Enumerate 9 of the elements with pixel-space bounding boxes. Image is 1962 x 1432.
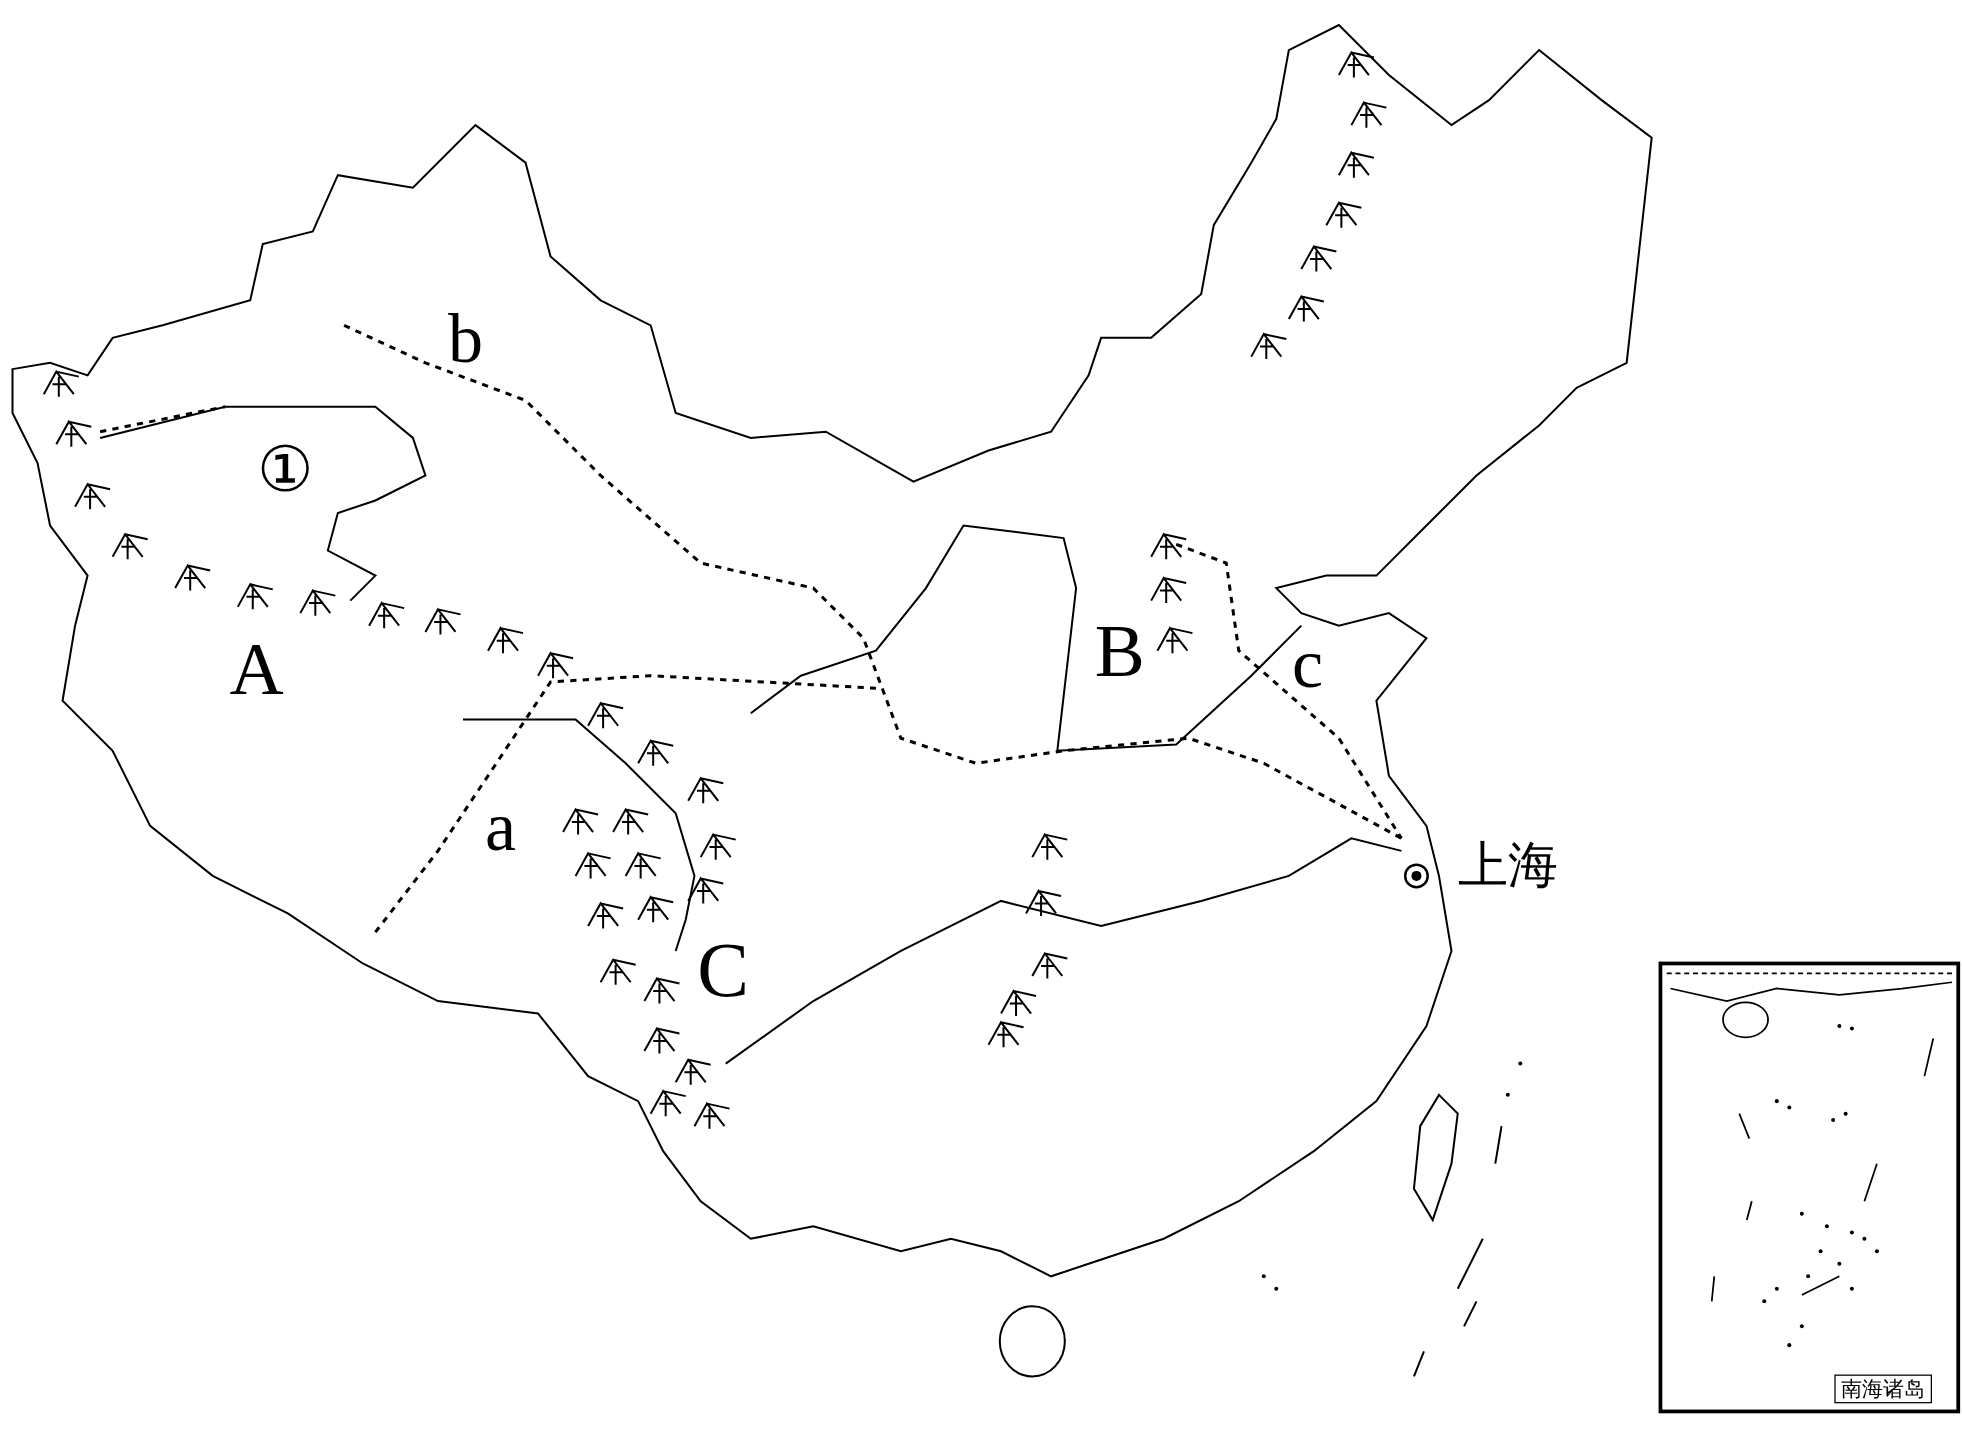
inset-title: 南海诸岛 [1834, 1374, 1932, 1404]
letter-label: C [697, 930, 750, 1009]
letter-label: B [1094, 613, 1145, 689]
letter-label: a [484, 790, 517, 861]
letter-label: b [447, 302, 483, 373]
letter-label: c [1292, 628, 1324, 699]
city-label: 上海 [1457, 840, 1558, 891]
letter-label: A [229, 631, 284, 707]
circled-number-label: ① [257, 437, 314, 501]
